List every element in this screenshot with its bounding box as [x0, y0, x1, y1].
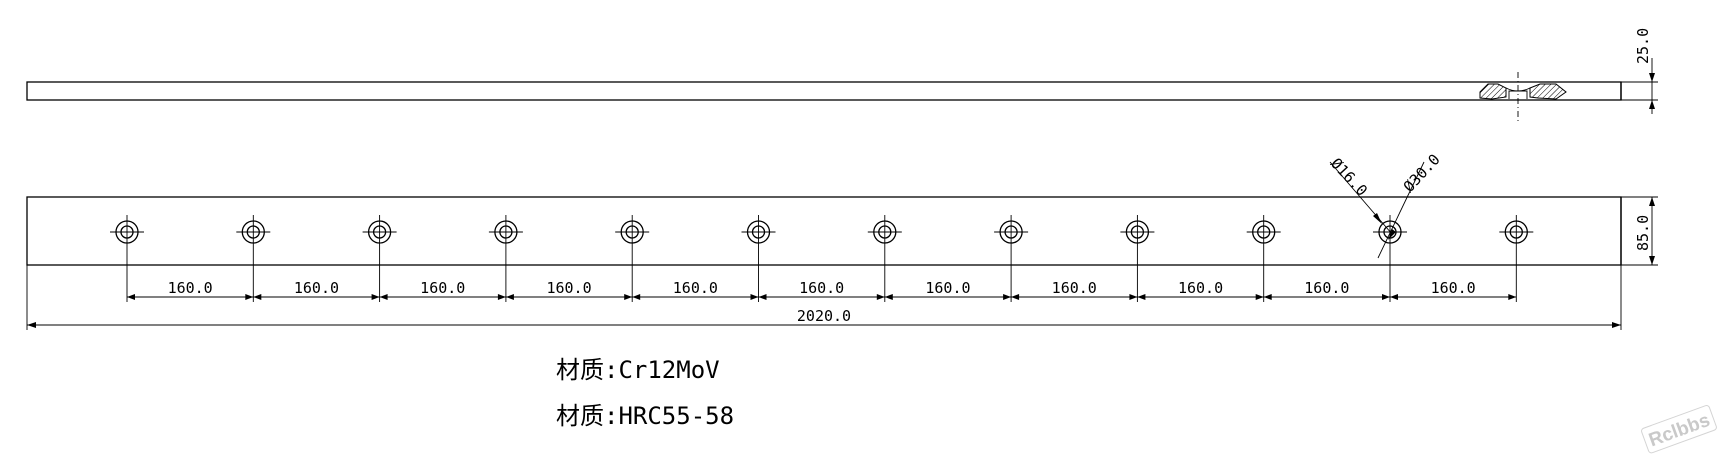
- side-view-outline: [26, 81, 1622, 101]
- spacing-dimension-10: 160.0: [1263, 279, 1390, 300]
- hole-5: [615, 215, 650, 302]
- hole-6: [741, 215, 776, 302]
- spacing-label: 160.0: [799, 279, 844, 297]
- diameter-callouts: Ø16.0 Ø30.0: [1327, 150, 1444, 259]
- side-view-hole-section: [1479, 72, 1567, 122]
- spacing-dimension-11: 160.0: [1390, 279, 1517, 300]
- spacing-label: 160.0: [1431, 279, 1476, 297]
- material-notes: 材质:Cr12MoV 材质:HRC55-58: [556, 356, 734, 430]
- spacing-label: 160.0: [673, 279, 718, 297]
- note-material-value: Cr12MoV: [618, 356, 719, 384]
- note-hardness-label: 材质:: [556, 402, 618, 430]
- width-dimension: 85.0: [1621, 196, 1658, 266]
- spacing-dimension-6: 160.0: [758, 279, 885, 300]
- front-view-outline: [26, 196, 1622, 266]
- spacing-label: 160.0: [1052, 279, 1097, 297]
- spacing-label: 160.0: [294, 279, 339, 297]
- thickness-label: 25.0: [1634, 28, 1652, 64]
- hole-12: [1499, 215, 1534, 302]
- hole-9: [1120, 215, 1155, 302]
- overall-length-label: 2020.0: [797, 307, 851, 325]
- spacing-dimension-9: 160.0: [1137, 279, 1264, 300]
- hole-2: [236, 215, 271, 302]
- hole-1: [110, 215, 144, 302]
- spacing-dimension-1: 160.0: [127, 279, 254, 300]
- hole-4: [488, 215, 523, 302]
- note-hardness-line: 材质:HRC55-58: [556, 402, 734, 430]
- width-label: 85.0: [1634, 215, 1652, 251]
- spacing-label: 160.0: [1304, 279, 1349, 297]
- spacing-label: 160.0: [1178, 279, 1223, 297]
- spacing-dimension-4: 160.0: [505, 279, 633, 300]
- hole-spacing-dimensions: 160.0 160.0 160.0 160.0 160.0 160.0 160.0 160.0…: [127, 279, 1517, 300]
- spacing-dimension-8: 160.0: [1011, 279, 1138, 300]
- note-hardness-value: HRC55-58: [618, 402, 734, 430]
- side-view: 25.0: [26, 28, 1658, 122]
- hole-diameter-label: Ø16.0: [1327, 154, 1371, 199]
- counterbore-diameter-label: Ø30.0: [1400, 150, 1444, 195]
- front-view: 160.0 160.0 160.0 160.0 160.0 160.0 160.0 160.0…: [26, 150, 1658, 330]
- hole-10: [1246, 215, 1281, 302]
- watermark: Rclbbs: [1641, 404, 1717, 454]
- spacing-label: 160.0: [546, 279, 591, 297]
- spacing-label: 160.0: [420, 279, 465, 297]
- spacing-label: 160.0: [168, 279, 213, 297]
- overall-length-dimension: 2020.0: [26, 265, 1622, 330]
- hole-11: [1373, 215, 1407, 302]
- spacing-label: 160.0: [925, 279, 970, 297]
- note-material-label: 材质:: [556, 356, 618, 384]
- spacing-dimension-3: 160.0: [379, 279, 506, 300]
- hole-7: [867, 215, 902, 302]
- thickness-dimension: 25.0: [1621, 28, 1658, 114]
- spacing-dimension-2: 160.0: [253, 279, 380, 300]
- spacing-dimension-7: 160.0: [884, 279, 1012, 300]
- hole-3: [362, 215, 397, 302]
- note-material-line: 材质:Cr12MoV: [556, 356, 720, 384]
- spacing-dimension-5: 160.0: [632, 279, 759, 300]
- hole-8: [994, 215, 1029, 302]
- hole-group: [110, 215, 1534, 302]
